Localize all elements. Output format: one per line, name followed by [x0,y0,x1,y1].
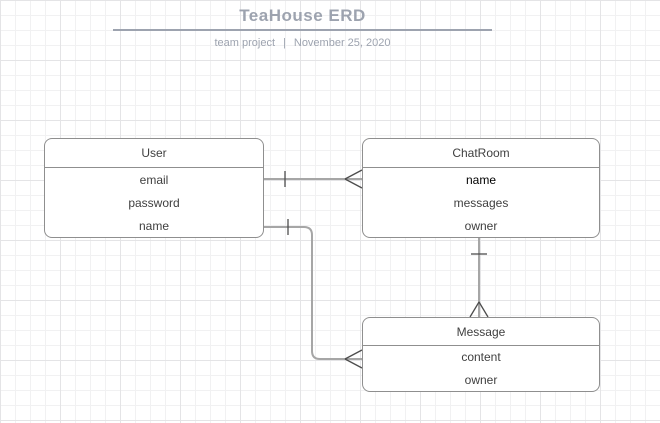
field-row[interactable]: name [138,218,170,233]
crow-foot-many [344,169,363,189]
relationship-chatroom-message[interactable] [469,238,489,318]
relationship-user-chatroom[interactable] [264,169,363,189]
diagram-title-block[interactable]: TeaHouse ERD team project | November 25,… [113,5,492,49]
field-row[interactable]: content [461,350,501,365]
subtitle-date: November 25, 2020 [293,37,391,49]
field-row[interactable]: email [139,172,169,187]
crow-foot-many [344,349,363,369]
entity-chatroom[interactable]: ChatRoom name messages owner [362,138,600,238]
field-row[interactable]: password [128,195,180,210]
relationship-user-message[interactable] [264,219,363,369]
field-row[interactable]: name [465,172,497,187]
title-underline [113,29,492,31]
entity-title[interactable]: Message [363,318,599,346]
field-row[interactable]: messages [453,195,509,210]
crow-foot-many [469,301,489,318]
field-row[interactable]: owner [464,372,498,387]
subtitle-project: team project [214,37,276,49]
field-row[interactable]: owner [464,218,498,233]
subtitle-separator: | [283,37,286,49]
entity-user[interactable]: User email password name [44,138,264,238]
diagram-subtitle: team project | November 25, 2020 [113,37,492,49]
entity-title[interactable]: ChatRoom [363,139,599,168]
entity-title[interactable]: User [45,139,263,168]
diagram-title: TeaHouse ERD [239,6,366,25]
entity-message[interactable]: Message content owner [362,317,600,392]
